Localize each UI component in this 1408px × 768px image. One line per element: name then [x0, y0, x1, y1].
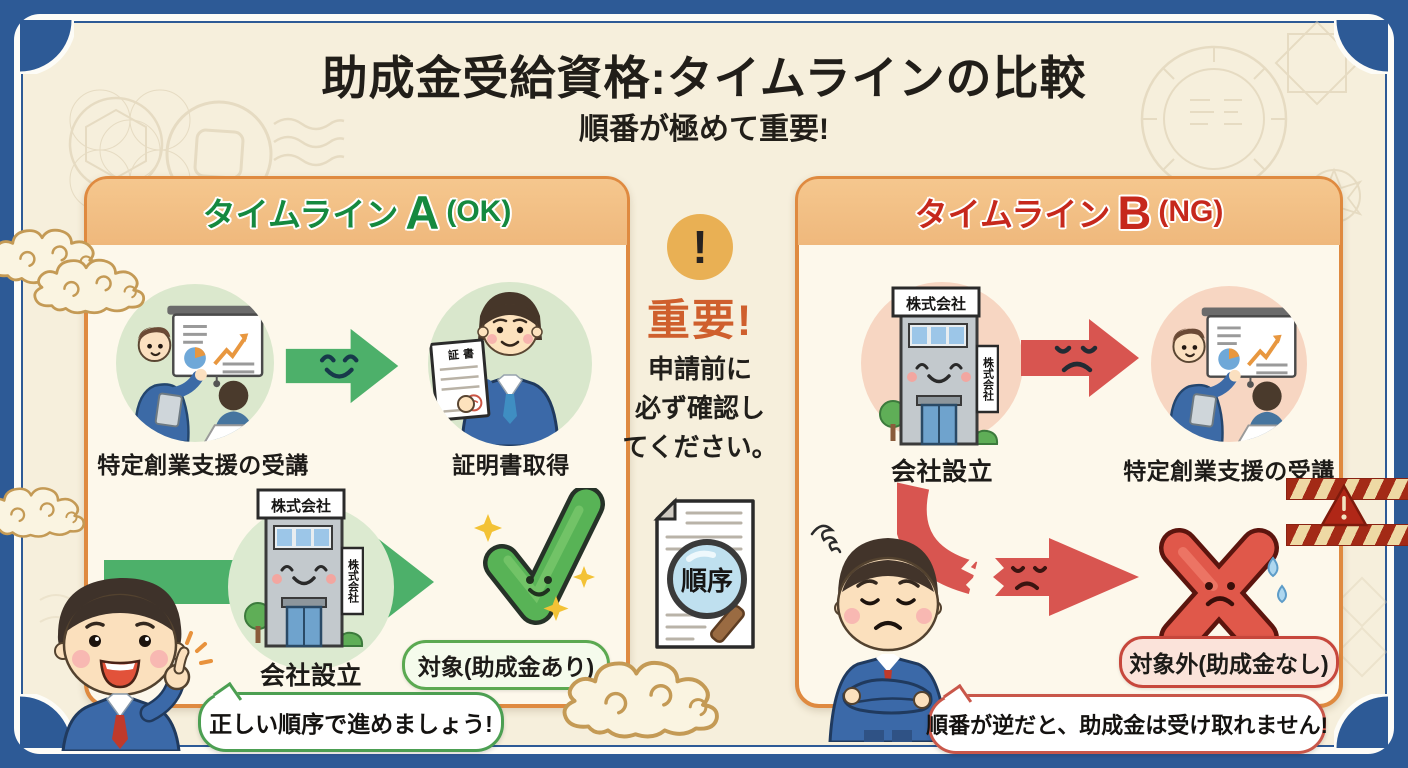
seminar-scene-icon: [1151, 286, 1307, 442]
warning-triangle-icon: [1320, 484, 1368, 527]
page-subtitle: 順番が極めて重要!: [579, 113, 829, 146]
order-document-label: 順序: [680, 565, 733, 596]
order-document: 順序: [645, 495, 767, 663]
timeline-a-header-prefix: タイムライン: [202, 196, 399, 233]
note-line-1: 申請前に: [647, 354, 752, 384]
important-note: 申請前に 必ず確認し てください。: [597, 350, 803, 467]
timeline-b-header-letter: B: [1117, 185, 1152, 239]
speech-bubble-a: 正しい順序で進めましょう!: [198, 681, 504, 752]
company-sign-side: 株式会社: [981, 357, 994, 401]
cloud-decor-icon: [0, 474, 106, 550]
company-building-icon: [244, 488, 365, 648]
timeline-b-header-verdict: (NG): [1158, 195, 1224, 228]
frame-corner-tl: [20, 20, 74, 74]
document-magnifier-icon: [653, 497, 755, 649]
certificate-man-illustration: 証書: [428, 282, 592, 446]
speech-bubble-b: 順番が逆だと、助成金は受け取れません!: [926, 683, 1328, 754]
note-line-3: てください。: [622, 432, 778, 462]
important-label: 重要!: [646, 297, 754, 345]
page-title: 助成金受給資格:タイムラインの比較: [321, 52, 1087, 104]
company-building-b: 株式会社 株式会社: [879, 284, 1000, 460]
certificate-man-icon: [429, 292, 560, 446]
step-label-b1: 会社設立: [890, 458, 993, 486]
seminar-illustration-a: [116, 284, 274, 442]
timeline-a-header: タイムライン A (OK): [87, 179, 627, 245]
cloud-decor-icon: [548, 650, 758, 748]
timeline-a-header-letter: A: [405, 185, 440, 239]
timeline-b-header-prefix: タイムライン: [914, 196, 1111, 233]
cloud-decor-icon: [28, 246, 168, 326]
frame-corner-br: [1334, 694, 1388, 748]
timeline-a-header-verdict: (OK): [446, 195, 512, 228]
company-building-icon: [879, 286, 1000, 446]
result-badge-b: 対象外(助成金なし): [1119, 636, 1339, 688]
green-smiley-arrow-icon: [285, 328, 399, 404]
company-sign-top: 株式会社: [270, 497, 331, 515]
warning-barrier-icon: [1286, 478, 1408, 548]
cross-mark-icon: [1159, 528, 1287, 658]
sad-businessman-character: [810, 524, 948, 742]
company-sign-top: 株式会社: [905, 295, 966, 313]
check-mark-icon: [474, 488, 605, 625]
step-label-a1: 特定創業支援の受講: [97, 452, 309, 478]
happy-consultant-character: [54, 577, 213, 751]
broken-curved-arrow-icon: [897, 482, 1139, 616]
company-building-a: 株式会社 株式会社: [244, 486, 365, 662]
timeline-b-header: タイムライン B (NG): [798, 179, 1340, 245]
exclamation-icon: !: [667, 214, 733, 280]
company-sign-side: 株式会社: [346, 559, 359, 603]
step-label-a3: 会社設立: [259, 662, 362, 690]
frame-corner-tr: [1334, 20, 1388, 74]
speech-bubble-a-text: 正しい順序で進めましょう!: [209, 711, 493, 737]
red-sad-arrow-icon: [1021, 319, 1139, 397]
note-line-2: 必ず確認し: [634, 393, 765, 423]
seminar-illustration-b: [1151, 286, 1307, 442]
step-label-a2: 証明書取得: [452, 452, 570, 478]
speech-bubble-b-text: 順番が逆だと、助成金は受け取れません!: [926, 713, 1328, 738]
